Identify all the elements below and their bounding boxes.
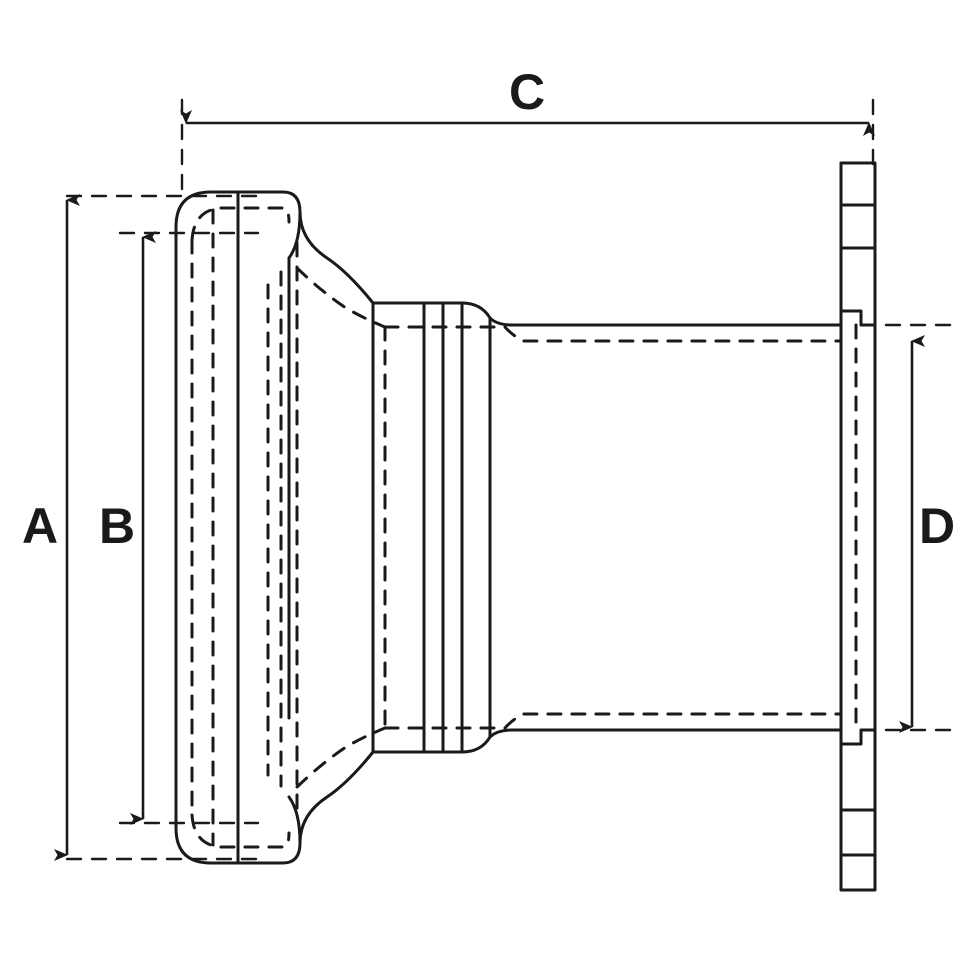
- hub-shoulder-bottom: [441, 728, 514, 754]
- visible-outline-group: [174, 161, 877, 892]
- bell-throat-curve-top: [287, 210, 302, 260]
- flange-plate: [839, 161, 877, 892]
- hub-shoulder-top: [441, 301, 514, 327]
- dimension-label-b: B: [99, 498, 135, 554]
- dimension-extension-group: [65, 98, 957, 861]
- hidden-line-group: [190, 206, 858, 849]
- tube-hidden-bore-top: [503, 325, 843, 343]
- bell-throat-curve-bottom: [287, 795, 302, 845]
- dimension-label-c: C: [509, 64, 545, 120]
- drawing-body: A B C D: [22, 64, 957, 892]
- bell-hidden-rear-top: [190, 206, 291, 242]
- dimension-label-group: A B C D: [22, 64, 955, 554]
- dimension-label-a: A: [22, 498, 58, 554]
- tube-hidden-bore-bottom: [503, 712, 843, 730]
- flange-notch-bottom: [839, 728, 877, 746]
- flange-notch-top: [839, 309, 877, 327]
- dimension-arrow-group: [54, 110, 925, 861]
- bell-hidden-rear-bottom: [190, 813, 291, 849]
- dimension-label-d: D: [919, 498, 955, 554]
